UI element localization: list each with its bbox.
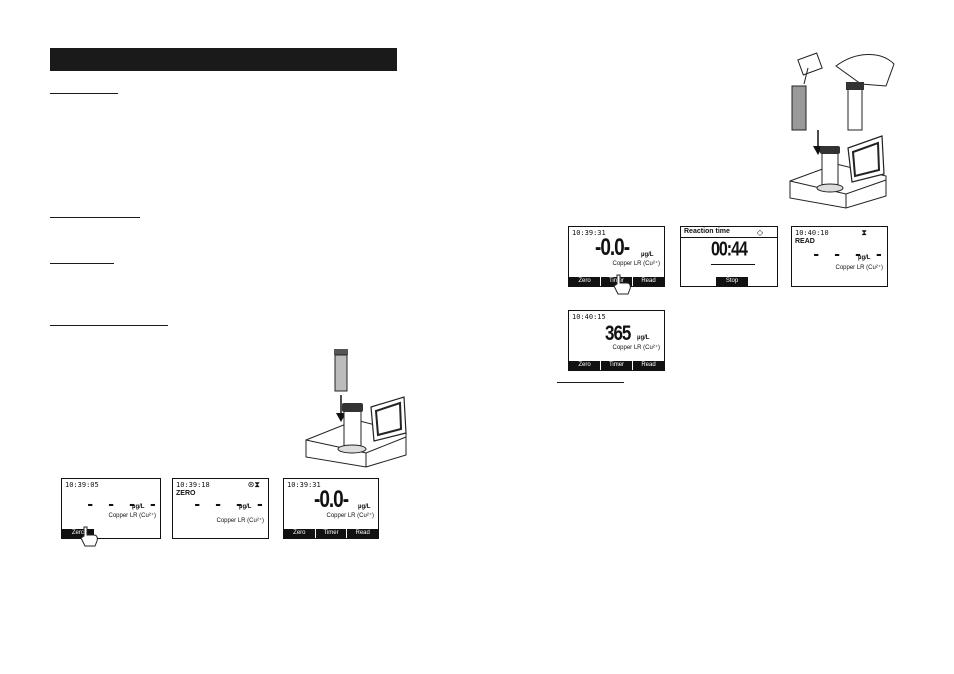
screen-time: 10:39:18 [176,481,210,489]
lcd-screen-5: Reaction time ◇ 00:44 Stop [680,226,778,287]
lcd-screen-7: 10:40:15 365 µg/L Copper LR (Cu²⁺) Zero … [568,310,665,371]
screen-parameter: Copper LR (Cu²⁺) [326,513,374,519]
screen-dashes: - - - - [812,247,886,263]
reagent-addition-illustration [789,52,895,209]
softkey-row: Zero [62,529,160,538]
screen-time: 10:39:05 [65,481,99,489]
screen-time: 10:39:31 [287,481,321,489]
softkey-read[interactable]: Read [633,361,664,370]
instrument-cuvette-illustration [305,349,407,468]
lcd-screen-3: 10:39:31 -0.0- µg/L Copper LR (Cu²⁺) Zer… [283,478,379,539]
screen-value: 365 [605,321,631,345]
lcd-screen-6: 10:40:10 ⧗ READ - - - - µg/L Copper LR (… [791,226,888,287]
screen-mode: READ [795,238,815,245]
softkey-empty [128,529,160,538]
screen-parameter: Copper LR (Cu²⁺) [216,518,264,524]
screen-mode: ZERO [176,490,196,497]
timer-icon: ◇ [756,228,763,237]
heading-underline-5 [557,382,624,383]
screen-dashes: - - - - [86,497,160,513]
screen-value: -0.0- [314,487,349,514]
softkey-zero[interactable]: Zero [62,529,94,538]
status-icons: ⊛⧗ [247,480,260,489]
title-divider [681,237,777,238]
heading-underline-3 [50,263,114,264]
screen-unit: µg/L [641,252,654,258]
heading-underline-2 [50,217,140,218]
softkey-timer[interactable]: Timer [601,361,632,370]
lcd-screen-1: 10:39:05 - - - - µg/L Copper LR (Cu²⁺) Z… [61,478,161,547]
section-header-bar [50,48,397,71]
screen-unit: µg/L [358,504,371,510]
lcd-screen-4: 10:39:31 -0.0- µg/L Copper LR (Cu²⁺) Zer… [568,226,665,295]
pointing-hand-icon [613,274,631,295]
pointing-hand-icon [80,526,98,547]
screen-unit: µg/L [239,504,252,510]
lcd-screen-2: 10:39:18 ⊛⧗ ZERO - - - - µg/L Copper LR … [172,478,269,539]
screen-value: -0.0- [595,235,630,262]
softkey-zero[interactable]: Zero [569,361,600,370]
screen-unit: µg/L [858,255,871,261]
heading-underline-4 [50,325,168,326]
softkey-read[interactable]: Read [347,529,379,538]
countdown-value: 00:44 [711,239,748,261]
timer-underline [711,264,755,265]
softkey-row: Zero Timer Read [569,361,664,370]
screen-parameter: Copper LR (Cu²⁺) [835,265,883,271]
softkey-zero[interactable]: Zero [284,529,315,538]
screen-title: Reaction time [684,228,730,235]
screen-parameter: Copper LR (Cu²⁺) [108,513,156,519]
screen-parameter: Copper LR (Cu²⁺) [612,345,660,351]
screen-time: 10:40:10 [795,229,829,237]
screen-time: 10:40:15 [572,313,606,321]
hourglass-icon: ⧗ [861,228,867,237]
screen-unit: µg/L [637,335,650,341]
softkey-stop[interactable]: Stop [716,277,748,286]
screen-parameter: Copper LR (Cu²⁺) [612,261,660,267]
softkey-row: Zero Timer Read [284,529,379,538]
screen-dashes: - - - - [193,497,267,513]
softkey-zero[interactable]: Zero [569,277,600,286]
softkey-read[interactable]: Read [633,277,664,286]
softkey-timer[interactable]: Timer [315,529,347,538]
screen-time: 10:39:31 [572,229,606,237]
screen-unit: µg/L [132,504,145,510]
heading-underline-1 [50,93,118,94]
